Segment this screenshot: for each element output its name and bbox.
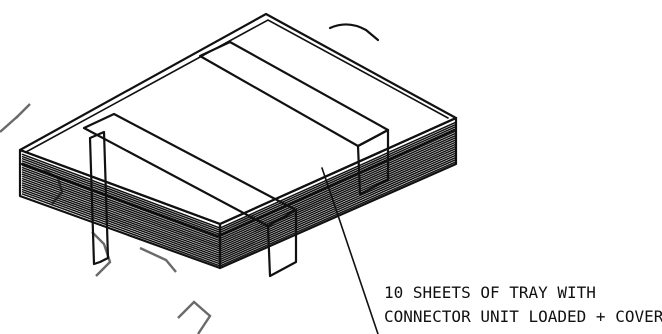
sheet-edge-front	[219, 123, 457, 231]
sheet-edge-end	[21, 166, 221, 242]
sheet-edge-front	[219, 125, 457, 233]
leader-line	[321, 167, 379, 334]
sheet-edge-front	[219, 152, 457, 259]
sheet-edge-front	[219, 130, 457, 238]
sheet-edge-end	[21, 179, 221, 255]
sheet-edge-front	[219, 145, 457, 252]
stack-front-face	[218, 116, 458, 270]
sheet-edge-front	[219, 136, 457, 244]
sheet-edge-end	[21, 155, 221, 231]
sheet-edge-end	[21, 182, 221, 257]
callout-line-1: 10 SHEETS OF TRAY WITH	[384, 283, 596, 302]
sheet-edge-end	[21, 190, 221, 265]
sheet-edge-front	[219, 121, 457, 229]
sheet-edge-end	[21, 171, 221, 246]
sheet-edge-end	[21, 193, 221, 267]
sheet-edge-end	[21, 186, 221, 261]
sheet-edge-end	[21, 157, 221, 234]
callout-line-2: CONNECTOR UNIT LOADED + COVER	[384, 307, 662, 326]
sheet-edge-front	[219, 150, 457, 257]
sheet-edge-end	[21, 164, 221, 240]
sheet-edge-front	[219, 143, 457, 250]
sheet-edge-end	[21, 168, 221, 244]
sheet-edge-front	[219, 141, 457, 248]
sheet-edge-front	[219, 158, 457, 265]
sheet-edge-end	[21, 160, 221, 236]
strap-left	[82, 112, 298, 278]
sheet-edge-front	[219, 156, 457, 263]
sheet-edge-front	[219, 139, 457, 246]
sheet-edge-end	[21, 153, 221, 229]
sheet-edge-front	[219, 134, 457, 242]
stack-top-cover	[18, 12, 458, 226]
sheet-edge-end	[21, 184, 221, 259]
sheet-edge-end	[21, 188, 221, 263]
callout-label: 10 SHEETS OF TRAY WITH CONNECTOR UNIT LO…	[384, 283, 662, 326]
sheet-edge-end	[21, 177, 221, 252]
sheet-edge-front	[219, 154, 457, 261]
strap-right	[198, 23, 390, 196]
sheet-edge-front	[219, 132, 457, 240]
cover-ledge	[20, 128, 456, 238]
sheet-edge-end	[21, 173, 221, 248]
sheet-edge-end	[21, 175, 221, 250]
stack-end-face	[18, 148, 222, 270]
sheet-edge-front	[219, 147, 457, 254]
